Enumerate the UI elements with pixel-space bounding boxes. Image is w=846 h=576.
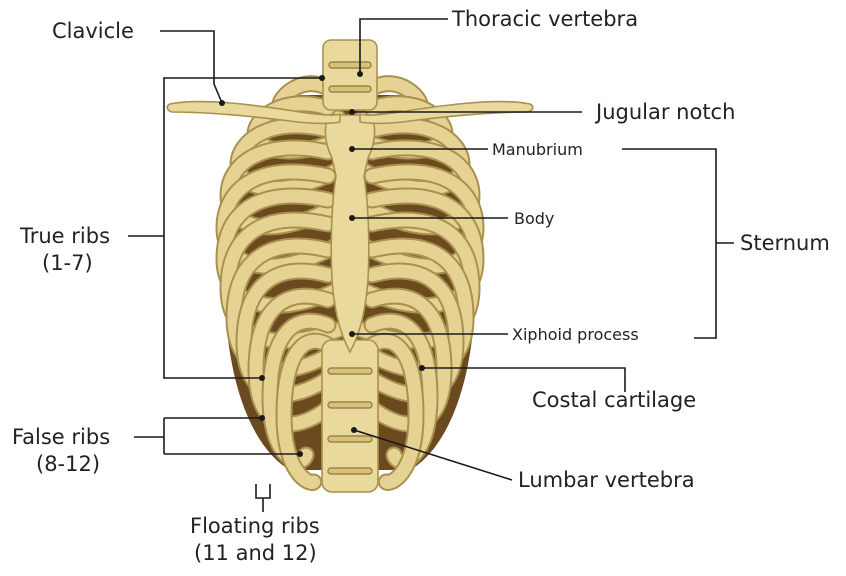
vertebra-disc — [329, 62, 371, 68]
false-ribs-lower-dot — [297, 451, 303, 457]
clavicle-leader — [160, 31, 222, 103]
label-thoracic-vertebra: Thoracic vertebra — [451, 7, 638, 31]
rib-cage-illustration — [167, 40, 533, 492]
label-true-ribs: True ribs — [19, 224, 110, 248]
vertebra-disc — [328, 436, 372, 442]
label-false-ribs-range: (8-12) — [36, 452, 100, 476]
label-lumbar-vertebra: Lumbar vertebra — [518, 468, 695, 492]
thoracic-vertebra-dot — [357, 71, 363, 77]
label-false-ribs: False ribs — [12, 425, 110, 449]
label-jugular-notch: Jugular notch — [594, 100, 735, 124]
vertebra-disc — [329, 86, 371, 92]
sternum-bracket — [622, 149, 716, 338]
label-xiphoid-process: Xiphoid process — [512, 325, 639, 344]
lumbar-vertebra-dot — [351, 427, 357, 433]
floating-ribs-bracket — [256, 484, 270, 498]
xiphoid-dot — [349, 331, 355, 337]
true-ribs-top-dot — [319, 75, 325, 81]
label-floating-ribs: Floating ribs — [190, 514, 320, 538]
manubrium-dot — [349, 146, 355, 152]
jugular-notch-dot — [349, 109, 355, 115]
label-clavicle: Clavicle — [52, 19, 134, 43]
label-manubrium: Manubrium — [492, 140, 583, 159]
thoracic-vertebrae — [323, 40, 377, 110]
body-dot — [349, 215, 355, 221]
vertebra-disc — [328, 402, 372, 408]
false-ribs-upper-dot — [259, 415, 265, 421]
costal-cartilage-dot — [419, 365, 425, 371]
vertebra-disc — [328, 368, 372, 374]
label-costal-cartilage: Costal cartilage — [532, 388, 696, 412]
vertebra-disc — [328, 468, 372, 474]
label-sternum: Sternum — [740, 231, 830, 255]
label-true-ribs-range: (1-7) — [42, 251, 93, 275]
label-body: Body — [514, 209, 554, 228]
clavicle-dot — [219, 100, 225, 106]
label-floating-ribs-range: (11 and 12) — [194, 541, 317, 565]
true-ribs-bottom-dot — [259, 375, 265, 381]
